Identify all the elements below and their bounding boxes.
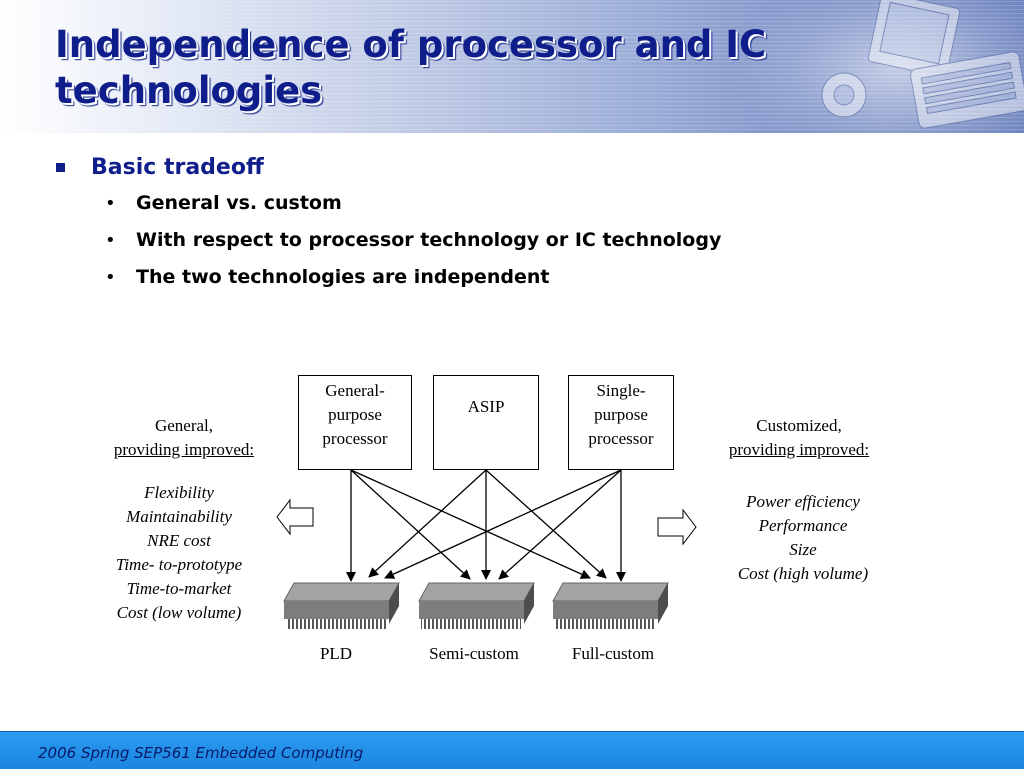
label-pld: PLD [319,644,353,663]
connection-arrows [346,469,626,582]
box-line: ASIP [467,397,505,416]
benefit-item: Flexibility [144,483,214,502]
left-arrow-icon [276,498,314,536]
benefit-item: NRE cost [147,531,211,550]
sub-bullet-text: General vs. custom [136,192,342,214]
benefit-item: Size [789,540,817,559]
subheading-text: providing improved: [728,440,870,459]
header-banner: Independence of processor and IC technol… [0,0,1024,133]
arrow-asip-pld [368,469,487,578]
arrow-spp-semi [498,469,622,580]
box-asip: ASIP [433,375,539,470]
dot-bullet-icon: • [105,266,116,288]
chip-full-custom-icon [552,582,669,629]
banner-glow [734,0,1024,133]
dot-bullet-icon: • [105,229,116,251]
box-line: purpose [594,405,648,424]
general-benefits-list: Flexibility Maintainability NRE cost Tim… [90,481,268,625]
sub-bullet-text: The two technologies are independent [136,266,550,288]
arrow-asip-full [485,469,607,579]
benefit-item: Cost (low volume) [116,603,242,622]
chip-semi-custom-icon [418,582,535,629]
box-line: processor [588,429,654,448]
benefit-item: Power efficiency [746,492,860,511]
arrow-gpp-semi [350,469,471,580]
slide-title: Independence of processor and IC technol… [55,23,767,112]
chip-pld-icon [283,582,400,629]
customized-benefits-list: Power efficiency Performance Size Cost (… [705,490,901,586]
bullet-basic-tradeoff: Basic tradeoff [56,152,264,182]
footer-text: 2006 Spring SEP561 Embedded Computing [38,744,364,762]
benefit-item: Cost (high volume) [737,564,869,583]
box-general-purpose-processor: General- purpose processor [298,375,412,470]
footer-bar: 2006 Spring SEP561 Embedded Computing [0,731,1024,769]
heading-text: General, [154,416,214,435]
right-arrow-icon [657,508,697,546]
box-line: General- [325,381,385,400]
arrow-gpp-full [350,469,591,579]
box-line: purpose [328,405,382,424]
benefit-item: Maintainability [126,507,232,526]
box-line: Single- [596,381,646,400]
bullet-text: Basic tradeoff [91,154,264,180]
label-semi-custom: Semi-custom [429,644,519,663]
square-bullet-icon [56,162,65,172]
benefit-item: Performance [758,516,848,535]
benefit-item: Time- to-prototype [115,555,243,574]
computer-illustration-icon [821,0,1024,129]
customized-heading: Customized, providing improved: [705,414,893,462]
box-line: processor [322,429,388,448]
box-single-purpose-processor: Single- purpose processor [568,375,674,470]
sub-bullet: • The two technologies are independent [105,263,549,291]
heading-text: Customized, [756,416,842,435]
dot-bullet-icon: • [105,192,116,214]
general-heading: General, providing improved: [90,414,278,462]
sub-bullet: • General vs. custom [105,189,342,217]
sub-bullet-text: With respect to processor technology or … [136,229,722,251]
sub-bullet: • With respect to processor technology o… [105,226,721,254]
benefit-item: Time-to-market [126,579,232,598]
subheading-text: providing improved: [113,440,255,459]
label-full-custom: Full-custom [571,644,655,663]
arrow-spp-pld [384,469,622,579]
